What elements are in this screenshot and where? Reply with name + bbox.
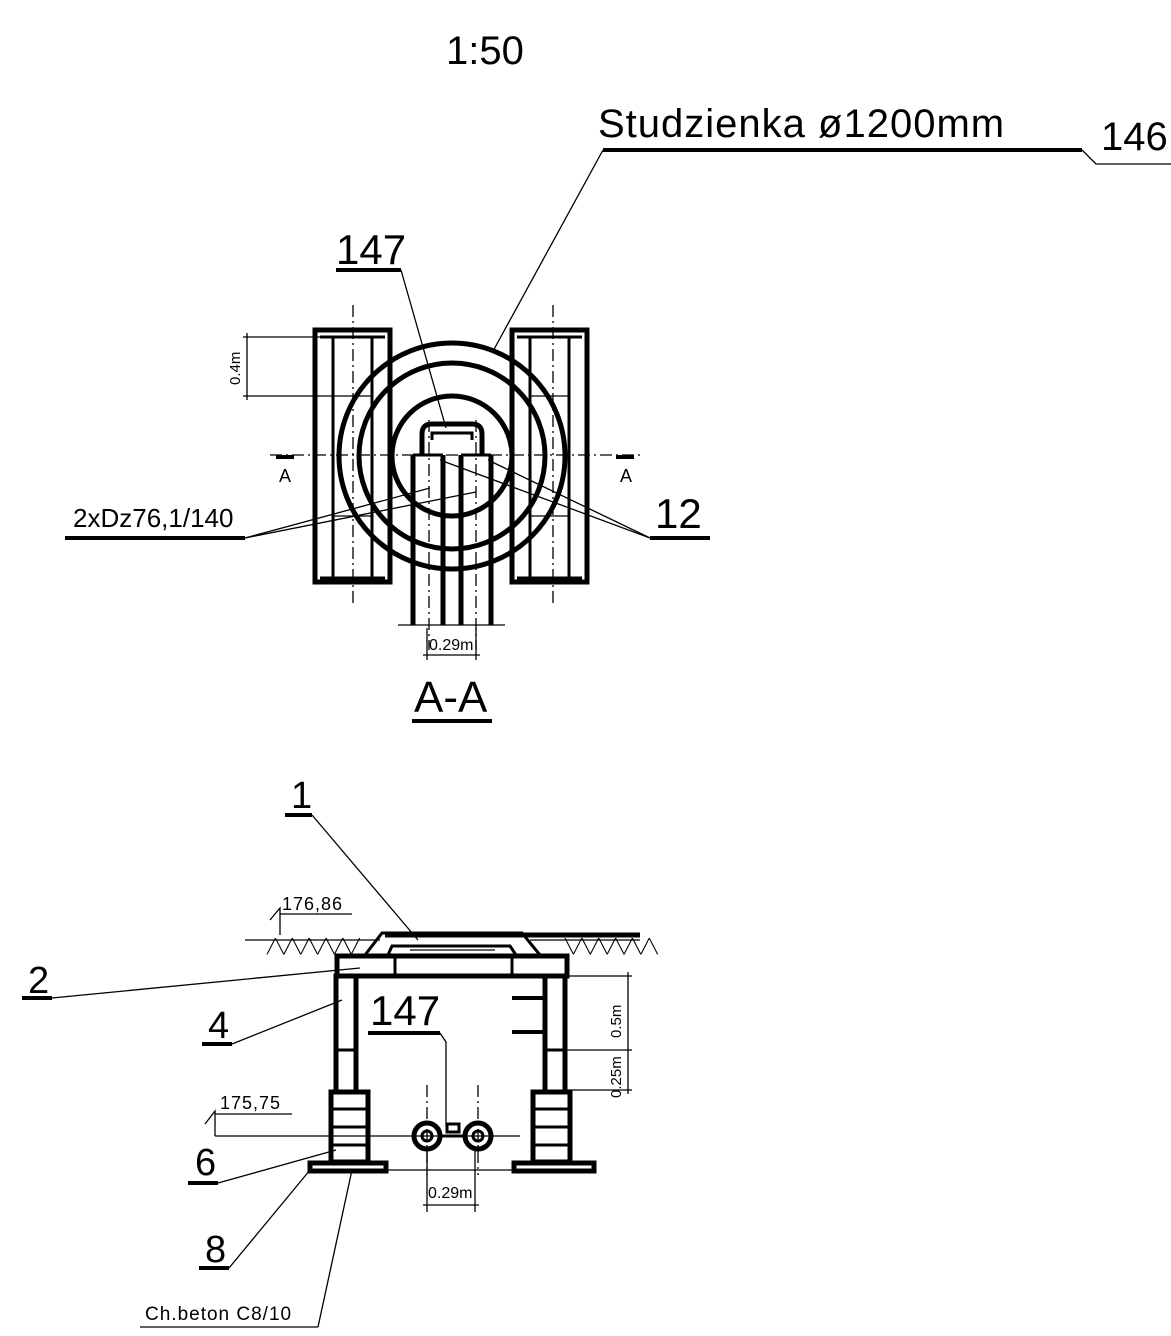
plan-pipe-ref: 147 xyxy=(336,226,406,273)
plan-detail-ref: 12 xyxy=(655,490,702,537)
section-pipe-bracket xyxy=(445,1122,461,1134)
plan-view: 147 xyxy=(65,226,710,660)
section-ref-cover-leader xyxy=(311,814,419,941)
plan-detail-ref-leader-b xyxy=(487,459,651,539)
scale-label: 1:50 xyxy=(446,29,524,73)
section-level-pipe: 175,75 xyxy=(220,1093,281,1113)
section-ring-left xyxy=(333,973,359,1095)
section-footing-right xyxy=(511,1160,597,1174)
plan-dim-04-label: 0.4m xyxy=(227,352,244,385)
plan-manhole-outer-ring xyxy=(336,340,568,572)
section-ring-right xyxy=(542,973,568,1095)
section-ref-cover: 1 xyxy=(291,775,312,817)
plan-pipe-bend-inner xyxy=(430,431,474,440)
section-ground-hatch-right: ╲╱╲╱╲╱╲╱╲╱╲ xyxy=(564,938,659,955)
section-ref-slab-leader xyxy=(51,967,361,999)
section-ref-base-ring-leader xyxy=(217,1149,337,1184)
section-ref-footing-leader xyxy=(228,1169,311,1269)
section-cover-lid xyxy=(386,944,518,956)
plan-pipe-spec-leader-b xyxy=(244,491,477,539)
section-dim-lower: 0.25m xyxy=(608,1056,625,1098)
plan-pipe-spec: 2xDz76,1/140 xyxy=(73,503,233,533)
plan-manhole-middle-ring xyxy=(356,360,548,552)
section-dim-upper: 0.5m xyxy=(608,1005,625,1038)
section-view: 1 ╱╲╱╲╱╲╱╲╱╲╱ ╲╱╲╱╲╱╲╱╲╱╲ 176,86 2 xyxy=(22,775,659,1328)
section-concrete-note: Ch.beton C8/10 xyxy=(145,1304,292,1325)
section-pipe-ref-leader xyxy=(439,1032,447,1126)
plan-section-mark-right: A xyxy=(620,466,632,486)
section-title: A-A xyxy=(414,673,488,722)
plan-pipe-spec-leader-a xyxy=(244,487,431,539)
section-concrete-note-leader xyxy=(317,1169,353,1328)
section-pipe-ref: 147 xyxy=(370,987,440,1034)
section-ref-footing: 8 xyxy=(205,1229,226,1271)
manhole-ref-break xyxy=(1081,149,1171,165)
section-level-top: 176,86 xyxy=(282,894,343,914)
manhole-label: Studzienka ø1200mm xyxy=(598,102,1005,146)
section-ground-hatch-left: ╱╲╱╲╱╲╱╲╱╲╱ xyxy=(266,938,361,955)
section-ref-slab: 2 xyxy=(28,960,49,1002)
section-level-top-marker xyxy=(269,906,281,935)
plan-detail-ref-leader-a xyxy=(439,459,651,539)
plan-dim-029-label: 0.29m xyxy=(429,637,473,654)
manhole-ref: 146 xyxy=(1101,115,1168,159)
plan-pipe-bend xyxy=(419,421,485,455)
section-ref-ring-leader xyxy=(231,999,343,1045)
plan-section-mark-left: A xyxy=(279,466,291,486)
section-ref-ring: 4 xyxy=(208,1005,229,1047)
section-slab xyxy=(334,953,570,979)
section-ref-base-ring: 6 xyxy=(195,1142,216,1184)
plan-manhole-opening xyxy=(389,393,515,519)
section-level-pipe-marker xyxy=(204,1109,216,1136)
manhole-leader xyxy=(491,149,604,354)
section-dim-029-label: 0.29m xyxy=(428,1185,472,1202)
section-footing-left xyxy=(307,1160,389,1174)
